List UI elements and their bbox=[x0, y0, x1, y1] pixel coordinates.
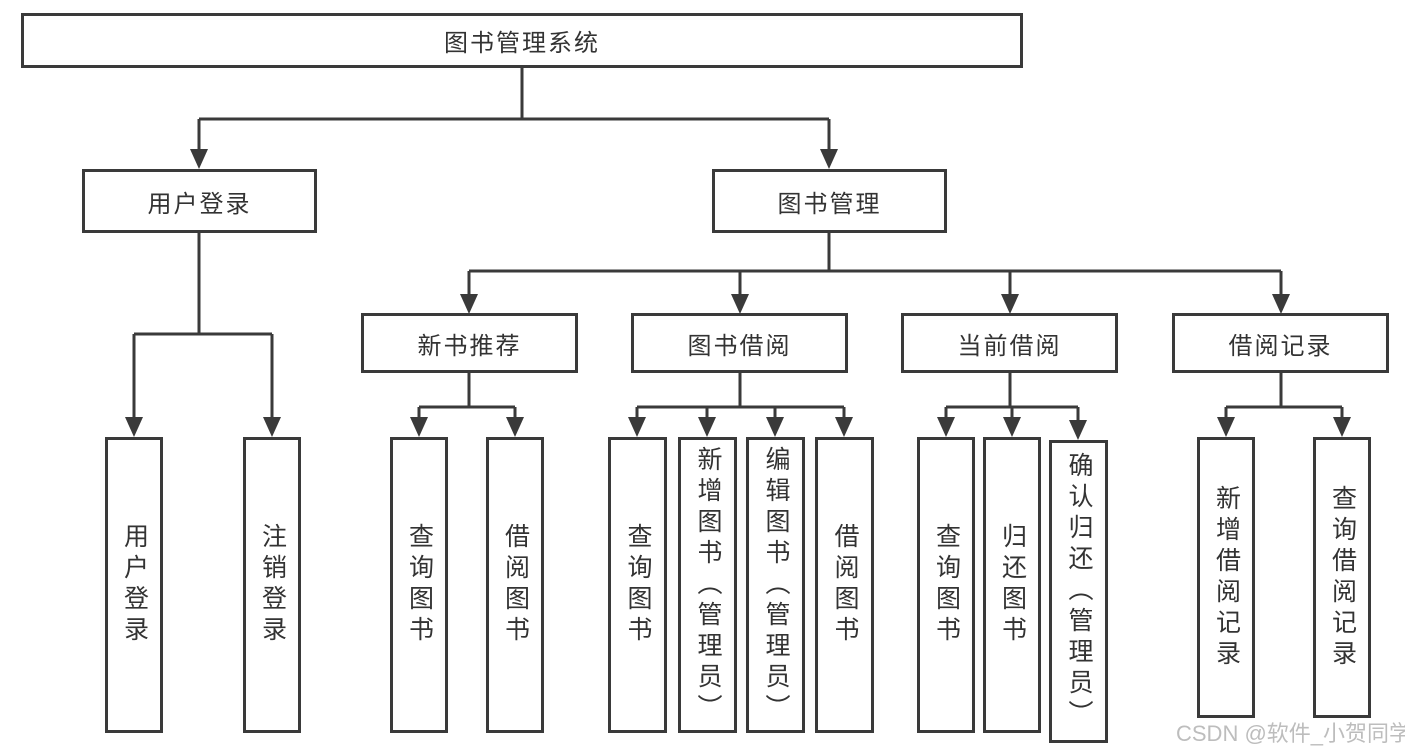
node-current-borrow-label: 当前借阅 bbox=[957, 332, 1062, 360]
leaf-user-login: 用户登录 bbox=[105, 437, 163, 733]
leaf-logout: 注销登录 bbox=[243, 437, 301, 733]
arrowhead-borrow-add bbox=[698, 417, 716, 437]
arrowhead-book-management bbox=[820, 149, 838, 169]
leaf-borrow-query-books: 查询图书 bbox=[608, 437, 667, 733]
leaf-records-query-record: 查询借阅记录 bbox=[1313, 437, 1371, 718]
node-borrow-records-label: 借阅记录 bbox=[1228, 332, 1333, 360]
node-book-management-label: 图书管理 bbox=[777, 190, 882, 218]
csdn-watermark: CSDN @软件_小贺同学 bbox=[1176, 721, 1405, 746]
node-new-book-recommend: 新书推荐 bbox=[361, 313, 578, 373]
leaf-borrow-borrow-books: 借阅图书 bbox=[815, 437, 874, 733]
leaf-current-query-books: 查询图书 bbox=[917, 437, 975, 733]
leaf-borrow-query-books-label: 查询图书 bbox=[624, 523, 652, 647]
node-new-book-recommend-label: 新书推荐 bbox=[417, 332, 522, 360]
leaf-current-confirm-return-label: 确认归还（管理员） bbox=[1065, 452, 1093, 731]
leaf-borrow-add-books-label: 新增图书（管理员） bbox=[694, 445, 722, 725]
arrowhead-current-query bbox=[937, 417, 955, 437]
node-user-login-label: 用户登录 bbox=[147, 190, 252, 218]
arrowhead-records-add bbox=[1217, 417, 1235, 437]
leaf-recommend-borrow-books-label: 借阅图书 bbox=[501, 523, 530, 647]
leaf-borrow-add-books: 新增图书（管理员） bbox=[678, 437, 737, 733]
arrowhead-recommend-borrow bbox=[506, 417, 524, 437]
node-book-management: 图书管理 bbox=[712, 169, 947, 233]
arrowhead-leaf-logout bbox=[263, 417, 281, 437]
node-book-borrow: 图书借阅 bbox=[631, 313, 848, 373]
arrowhead-user-login bbox=[190, 149, 208, 169]
node-borrow-records: 借阅记录 bbox=[1172, 313, 1389, 373]
node-user-login: 用户登录 bbox=[82, 169, 317, 233]
leaf-logout-label: 注销登录 bbox=[258, 523, 287, 647]
node-book-borrow-label: 图书借阅 bbox=[687, 332, 792, 360]
node-root-library-system: 图书管理系统 bbox=[21, 13, 1023, 68]
leaf-current-return-books-label: 归还图书 bbox=[998, 523, 1027, 647]
node-current-borrow: 当前借阅 bbox=[901, 313, 1118, 373]
arrowhead-borrow-query bbox=[628, 417, 646, 437]
leaf-recommend-borrow-books: 借阅图书 bbox=[486, 437, 544, 733]
leaf-borrow-borrow-books-label: 借阅图书 bbox=[831, 523, 859, 647]
arrowhead-current-borrow bbox=[1001, 294, 1019, 314]
leaf-records-add-record-label: 新增借阅记录 bbox=[1212, 484, 1241, 671]
arrowhead-recommend-query bbox=[410, 417, 428, 437]
leaf-borrow-edit-books-label: 编辑图书（管理员） bbox=[762, 445, 790, 725]
arrowhead-leaf-user-login bbox=[125, 417, 143, 437]
arrowhead-borrow-borrow bbox=[835, 417, 853, 437]
leaf-records-query-record-label: 查询借阅记录 bbox=[1328, 484, 1357, 671]
leaf-current-query-books-label: 查询图书 bbox=[932, 523, 961, 647]
arrowhead-current-return bbox=[1003, 417, 1021, 437]
leaf-borrow-edit-books: 编辑图书（管理员） bbox=[746, 437, 805, 733]
arrowhead-current-confirm bbox=[1069, 420, 1087, 440]
leaf-user-login-label: 用户登录 bbox=[120, 523, 149, 647]
node-root-label: 图书管理系统 bbox=[444, 30, 600, 57]
leaf-current-confirm-return: 确认归还（管理员） bbox=[1049, 440, 1108, 743]
leaf-records-add-record: 新增借阅记录 bbox=[1197, 437, 1255, 718]
arrowhead-borrow-records bbox=[1272, 294, 1290, 314]
arrowhead-borrow-edit bbox=[766, 417, 784, 437]
leaf-recommend-query-books-label: 查询图书 bbox=[405, 523, 434, 647]
arrowhead-book-borrow bbox=[731, 294, 749, 314]
arrowhead-records-query bbox=[1333, 417, 1351, 437]
leaf-recommend-query-books: 查询图书 bbox=[390, 437, 448, 733]
leaf-current-return-books: 归还图书 bbox=[983, 437, 1041, 733]
arrowhead-new-book-recommend bbox=[460, 294, 478, 314]
